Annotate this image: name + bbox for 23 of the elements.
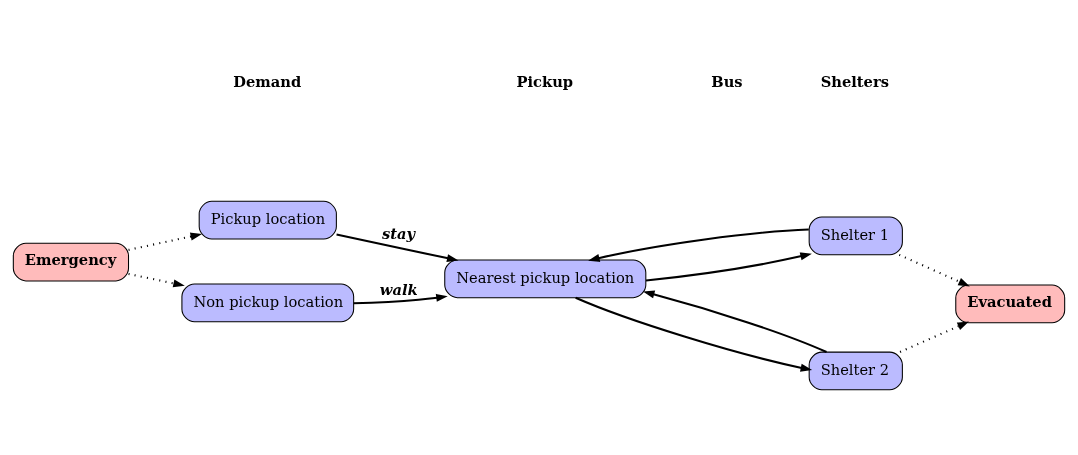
label: Shelters	[820, 72, 889, 90]
arrow	[128, 272, 185, 288]
arrow	[642, 290, 827, 353]
node-box: Evacuated	[955, 284, 1066, 324]
arrow	[899, 321, 969, 353]
arrow	[575, 296, 813, 372]
edge-label: stay	[381, 225, 415, 243]
node-box: Pickup location	[198, 200, 337, 240]
arrow	[353, 293, 448, 305]
node-box: Emergency	[12, 242, 130, 282]
label: Demand	[233, 72, 302, 90]
node-box: Nearest pickup location	[444, 259, 647, 299]
arrow	[588, 228, 809, 262]
arrow	[645, 252, 812, 282]
arrow	[128, 232, 203, 251]
node-box: Shelter 1	[808, 216, 903, 256]
edge-label: walk	[379, 280, 418, 298]
node-box: Non pickup location	[181, 283, 355, 323]
node-box: Shelter 2	[808, 351, 903, 391]
arrow	[336, 233, 459, 263]
arrow	[898, 253, 970, 287]
label: Bus	[711, 72, 743, 90]
label: Pickup	[516, 72, 574, 90]
